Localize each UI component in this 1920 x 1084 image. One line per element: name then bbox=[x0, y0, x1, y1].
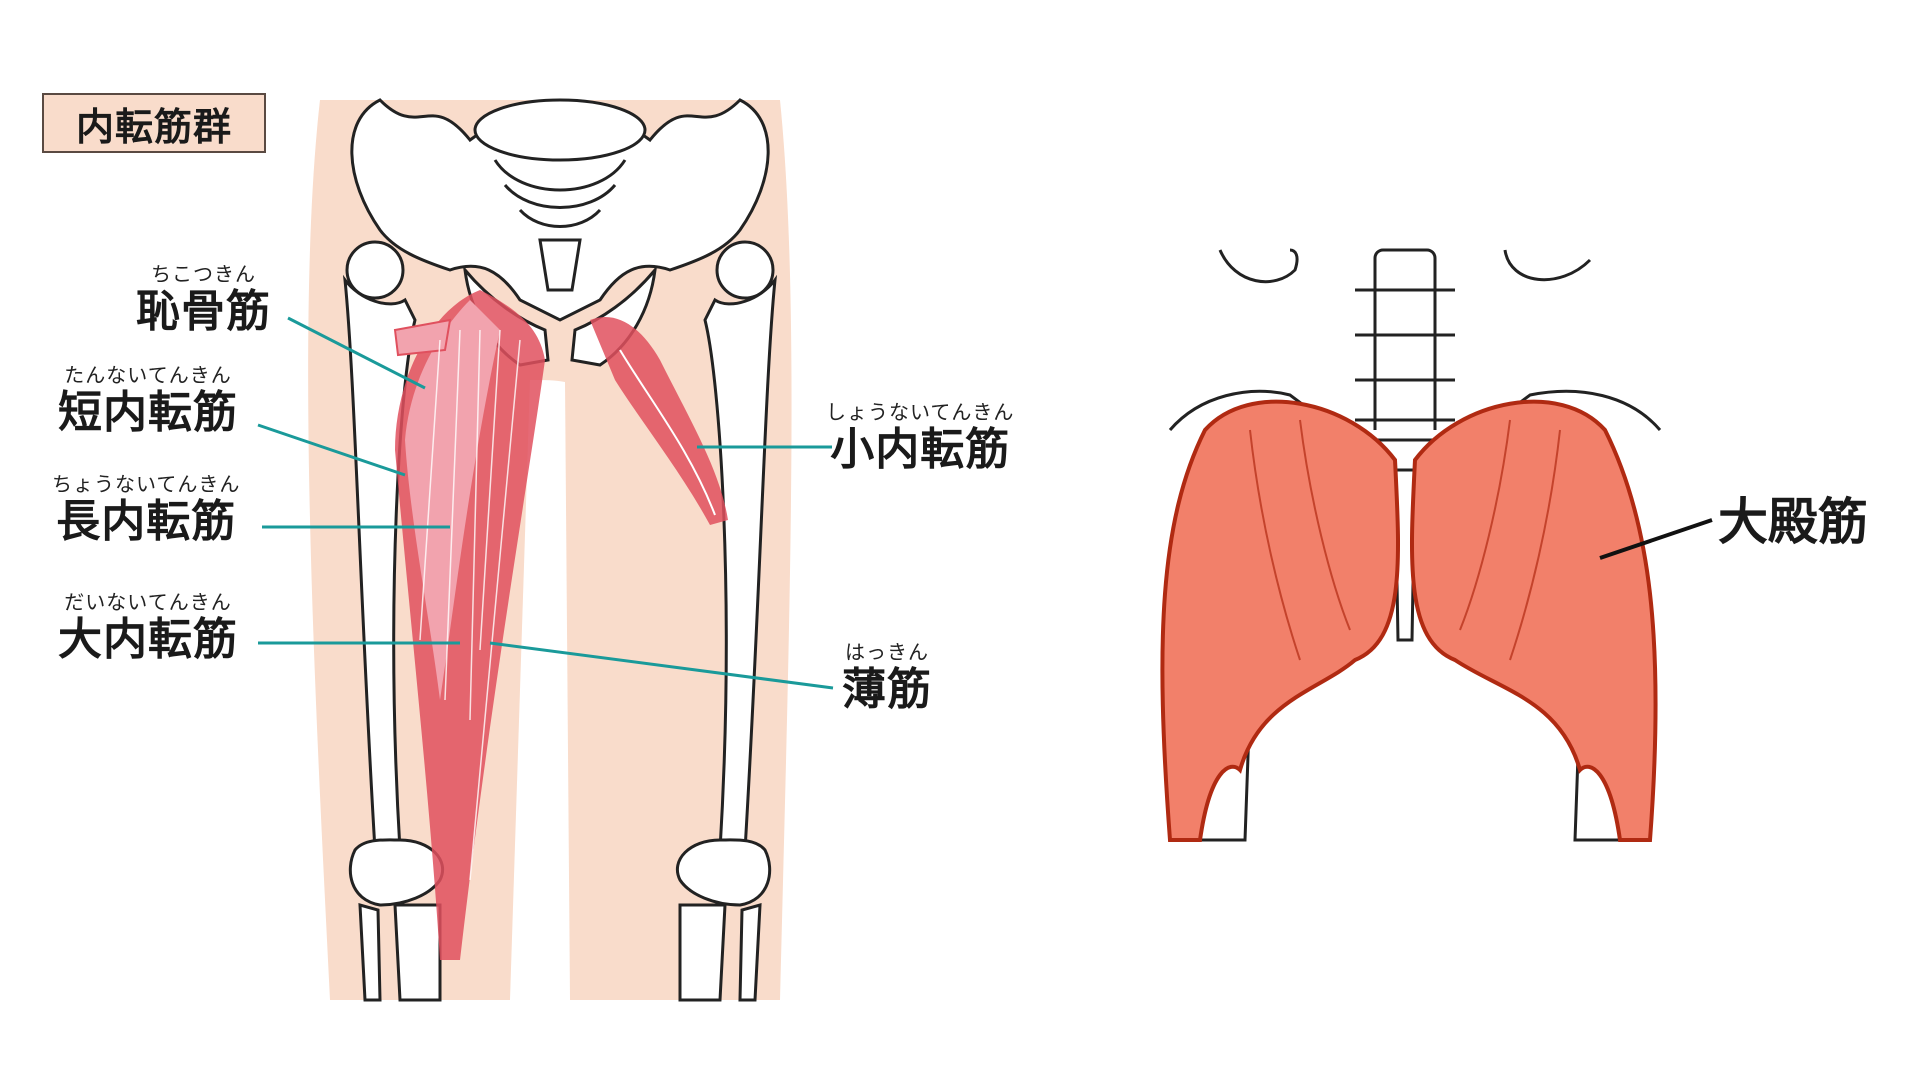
label-adductor-minimus: しょうないてんきん 小内転筋 bbox=[826, 400, 1014, 476]
ruby-gracilis: はっきん bbox=[845, 640, 929, 664]
ruby-pectineus: ちこつきん bbox=[151, 262, 256, 286]
label-gracilis: はっきん 薄筋 bbox=[842, 640, 932, 716]
name-pectineus: 恥骨筋 bbox=[136, 286, 271, 337]
group-title: 内転筋群 bbox=[42, 93, 266, 153]
name-adductor-minimus: 小内転筋 bbox=[830, 424, 1011, 475]
name-adductor-magnus: 大内転筋 bbox=[58, 614, 238, 665]
adductor-muscles bbox=[393, 290, 728, 960]
label-pectineus: ちこつきん 恥骨筋 bbox=[136, 262, 271, 338]
ruby-adductor-magnus: だいないてんきん bbox=[64, 590, 232, 614]
pelvis bbox=[350, 98, 770, 367]
leader-lines bbox=[257, 316, 834, 690]
ruby-adductor-longus: ちょうないてんきん bbox=[52, 472, 241, 496]
label-gluteus-maximus: 大殿筋 bbox=[1718, 493, 1868, 551]
ruby-adductor-brevis: たんないてんきん bbox=[64, 363, 232, 387]
name-adductor-brevis: 短内転筋 bbox=[58, 387, 238, 438]
gluteus-maximus bbox=[1160, 399, 1658, 842]
name-gracilis: 薄筋 bbox=[842, 664, 932, 715]
gluteus-leader-line bbox=[1599, 518, 1713, 560]
label-adductor-brevis: たんないてんきん 短内転筋 bbox=[58, 363, 238, 439]
name-adductor-longus: 長内転筋 bbox=[56, 496, 237, 547]
ruby-adductor-minimus: しょうないてんきん bbox=[826, 400, 1015, 424]
femurs bbox=[342, 240, 778, 1002]
label-adductor-magnus: だいないてんきん 大内転筋 bbox=[58, 590, 238, 666]
label-adductor-longus: ちょうないてんきん 長内転筋 bbox=[52, 472, 240, 548]
